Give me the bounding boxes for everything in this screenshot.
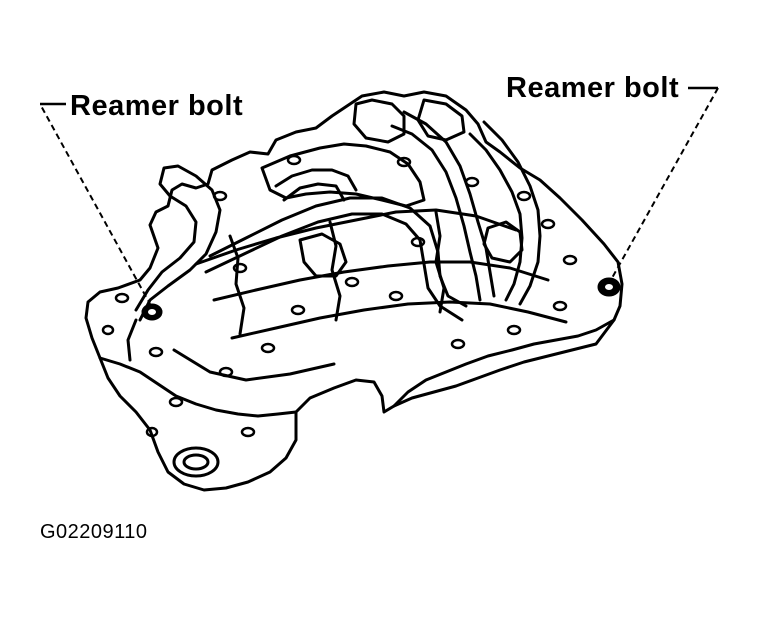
hole	[552, 300, 568, 312]
hole	[240, 426, 256, 438]
hole	[506, 324, 522, 336]
hole	[410, 236, 426, 248]
hole	[388, 290, 404, 302]
left-leader-line	[38, 103, 151, 305]
valve-body-outline	[84, 90, 624, 492]
hole	[396, 156, 412, 168]
figure-code: G02209110	[40, 521, 148, 543]
hole	[562, 254, 578, 266]
hole	[145, 426, 159, 438]
deck-line-7	[434, 210, 446, 314]
pipe-upper-b	[282, 182, 346, 202]
pipe-right-a	[390, 124, 482, 302]
hole	[540, 218, 556, 230]
right-reamer-bolt	[597, 277, 621, 297]
deck-line-5	[228, 234, 246, 336]
pipe-loop-center	[298, 232, 348, 278]
pipe-mid-a	[208, 196, 468, 308]
hole	[148, 346, 164, 358]
hole	[464, 176, 480, 188]
pipe-upper-a	[274, 168, 358, 192]
pipe-right-b	[402, 110, 496, 298]
hole	[450, 338, 466, 350]
right-leader-line	[611, 87, 720, 279]
deck-line-3	[230, 300, 568, 340]
pipe-mid-b	[204, 212, 464, 322]
hole	[344, 276, 360, 288]
hole	[232, 262, 248, 274]
hole	[218, 366, 234, 378]
deck-line-6	[328, 220, 342, 322]
deck-line-2	[212, 260, 550, 302]
deck-line-1	[194, 208, 518, 266]
pipe-loop-right	[482, 220, 524, 264]
hole	[286, 154, 302, 166]
pipe-far-right-a	[468, 132, 524, 302]
hole	[101, 324, 115, 336]
hole	[168, 396, 184, 408]
pipe-left-outer	[134, 164, 222, 322]
left-reamer-bolt	[141, 303, 163, 321]
plate-edge-right	[392, 318, 616, 408]
plate-edge	[98, 356, 298, 418]
bottom-boss-inner	[182, 453, 210, 471]
hole	[212, 190, 228, 202]
deck-line-4	[172, 348, 336, 382]
right-callout-label: Reamer bolt	[506, 72, 680, 104]
pipe-left-inner	[126, 318, 138, 362]
hole	[260, 342, 276, 354]
hole	[516, 190, 532, 202]
upper-block	[260, 142, 426, 208]
hole	[114, 292, 130, 304]
bottom-boss	[172, 446, 220, 478]
upper-block-2	[352, 98, 406, 144]
left-callout-label: Reamer bolt	[70, 90, 244, 122]
pipe-far-right-b	[482, 120, 542, 306]
hole	[290, 304, 306, 316]
upper-block-3	[416, 98, 466, 142]
